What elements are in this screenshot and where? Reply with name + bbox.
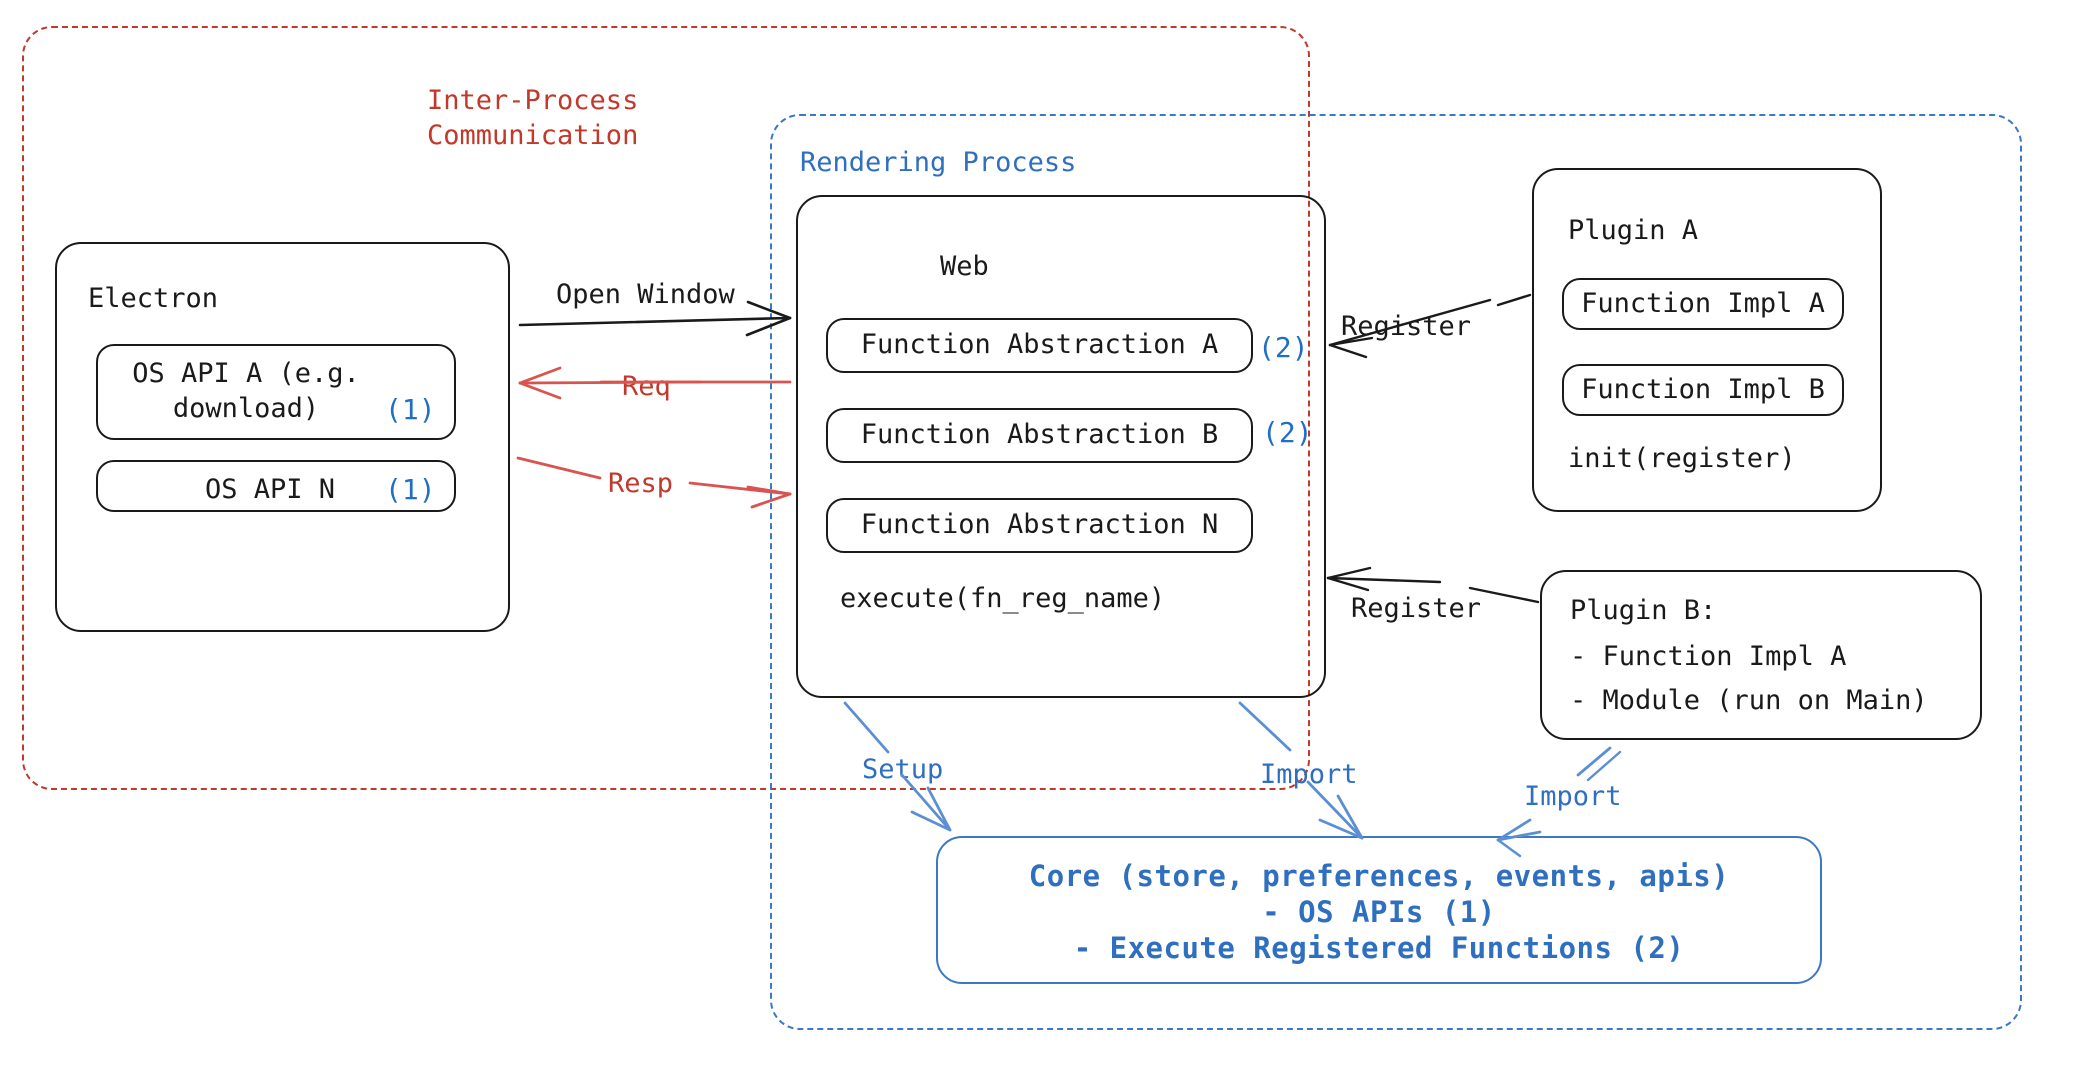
rendering-process-container: [770, 114, 2022, 1030]
core-box: [936, 836, 1822, 984]
os-api-n-box: [96, 460, 456, 512]
web-title: Web: [940, 251, 989, 282]
os-api-a-label: OS API A (e.g. download): [132, 358, 360, 424]
os-api-n-label: OS API N: [205, 474, 336, 505]
function-abstraction-n-box: [826, 498, 1253, 553]
ipc-title: Inter-Process Communication: [427, 85, 639, 151]
os-api-a-box: [96, 344, 456, 440]
web-box: [796, 195, 1326, 698]
open-window-arrow-label: Open Window: [556, 279, 735, 310]
plugin-b-box: [1540, 570, 1982, 740]
core-line-3: - Execute Registered Functions (2): [1073, 931, 1685, 965]
plugin-a-box: [1532, 168, 1882, 512]
plugin-b-item-2: - Module (run on Main): [1570, 685, 1928, 716]
plugin-a-function-impl-b-label: Function Impl B: [1581, 373, 1825, 405]
function-abstraction-b-label: Function Abstraction B: [860, 419, 1219, 451]
plugin-a-function-impl-a-box: [1562, 278, 1844, 330]
plugin-a-function-impl-b-box: [1562, 364, 1844, 416]
plugin-a-function-impl-a-label: Function Impl A: [1581, 287, 1825, 319]
register-top-arrow-label: Register: [1341, 311, 1472, 342]
electron-box: [55, 242, 510, 632]
core-line-2: - OS APIs (1): [1262, 895, 1496, 929]
function-abstraction-b-box: [826, 408, 1253, 463]
register-bottom-arrow-label: Register: [1351, 593, 1482, 624]
ipc-boundary-container: [22, 26, 1310, 790]
electron-title: Electron: [88, 283, 219, 314]
web-execute-label: execute(fn_reg_name): [840, 583, 1166, 614]
function-abstraction-a-tag: (2): [1258, 331, 1309, 364]
import-plugin-b-arrow-label: Import: [1524, 781, 1622, 812]
plugin-b-item-1: - Function Impl A: [1570, 641, 1847, 672]
function-abstraction-n-label: Function Abstraction N: [860, 509, 1219, 541]
setup-arrow-label: Setup: [862, 754, 944, 785]
plugin-a-title: Plugin A: [1568, 215, 1699, 246]
function-abstraction-a-box: [826, 318, 1253, 373]
rendering-process-title: Rendering Process: [800, 147, 1077, 178]
function-abstraction-b-tag: (2): [1262, 416, 1313, 449]
req-arrow-label: Req: [622, 371, 671, 402]
os-api-a-tag: (1): [385, 393, 436, 426]
function-abstraction-a-label: Function Abstraction A: [860, 329, 1219, 361]
os-api-n-tag: (1): [385, 473, 436, 506]
plugin-b-title: Plugin B:: [1570, 595, 1717, 626]
plugin-a-init-label: init(register): [1568, 443, 1796, 474]
core-line-1: Core (store, preferences, events, apis): [1028, 859, 1730, 893]
import-web-arrow-label: Import: [1260, 759, 1358, 790]
resp-arrow-label: Resp: [608, 468, 674, 499]
